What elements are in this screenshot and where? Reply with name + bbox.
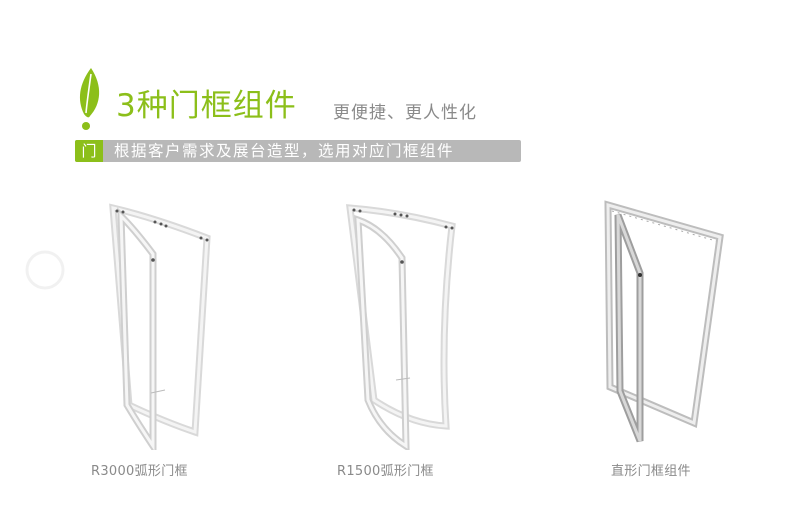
banner-text: 根据客户需求及展台造型，选用对应门框组件 [114,142,455,160]
product-r1500-image [340,200,465,450]
product-r3000-image [95,200,225,450]
product-caption-r1500: R1500弧形门框 [337,464,434,479]
product-caption-r3000: R3000弧形门框 [91,464,188,479]
straight-frame-illustration [604,200,724,443]
page-subtitle: 更便捷、更人性化 [333,103,477,123]
product-caption-straight: 直形门框组件 [611,464,691,479]
curved-frame-r1500-illustration [345,204,456,450]
info-banner: 门 根据客户需求及展台造型，选用对应门框组件 [75,140,521,162]
watermark-icon [25,250,65,290]
product-straight-image [598,195,728,445]
curved-frame-r3000-illustration [109,203,211,450]
page-title: 3种门框组件 [116,88,297,124]
banner-badge: 门 [75,140,103,162]
leaf-exclamation-icon [79,68,100,130]
